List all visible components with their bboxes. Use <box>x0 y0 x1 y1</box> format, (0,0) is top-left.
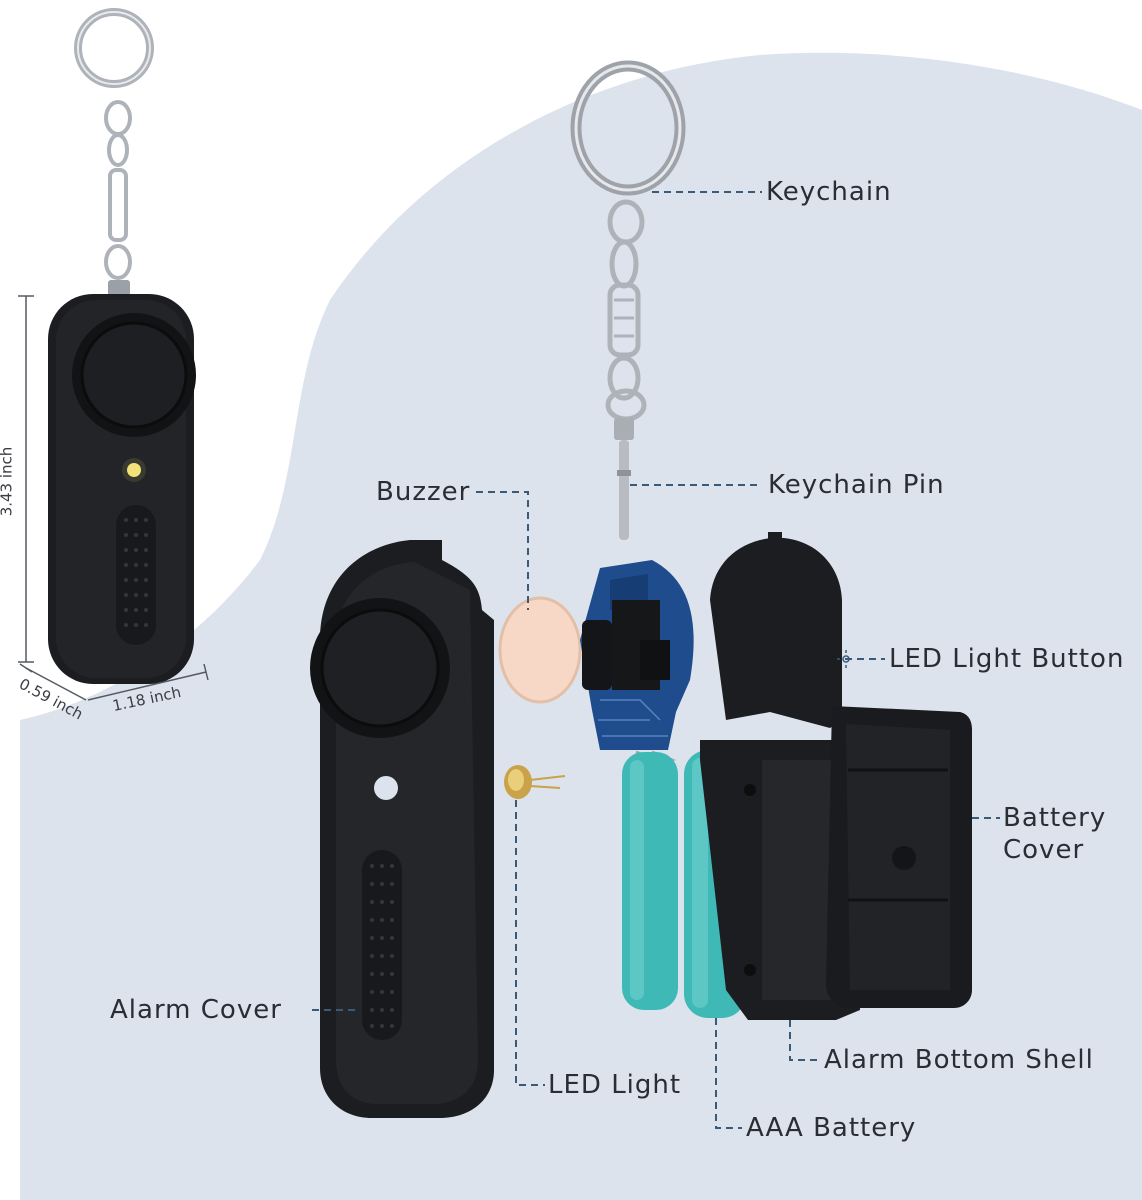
label-battery-cover-line1: Battery <box>1003 803 1107 833</box>
label-buzzer: Buzzer <box>376 477 471 507</box>
label-battery-cover: Battery Cover <box>1003 802 1106 866</box>
label-keychain: Keychain <box>766 177 892 207</box>
dimension-lines <box>18 295 209 701</box>
battery-cover-part <box>826 706 972 1008</box>
keychain-part <box>570 60 686 422</box>
dimension-height-label: 3.43 inch <box>0 446 16 517</box>
label-alarm-cover: Alarm Cover <box>110 995 282 1025</box>
alarm-bottom-shell-part <box>700 532 860 1020</box>
label-keychain-pin: Keychain Pin <box>768 470 945 500</box>
label-battery-cover-line2: Cover <box>1003 835 1085 865</box>
label-led-light: LED Light <box>548 1070 682 1100</box>
label-alarm-bottom-shell: Alarm Bottom Shell <box>824 1045 1094 1075</box>
assembled-alarm <box>48 8 196 684</box>
led-light-part <box>504 765 566 799</box>
led-button-marker <box>837 650 850 668</box>
keychain-pin-part <box>614 418 634 540</box>
buzzer-part <box>498 596 582 704</box>
label-led-light-button: LED Light Button <box>889 644 1125 674</box>
alarm-cover-part <box>310 540 494 1118</box>
label-aaa-battery: AAA Battery <box>746 1113 917 1143</box>
leader-lines <box>312 191 1000 1129</box>
